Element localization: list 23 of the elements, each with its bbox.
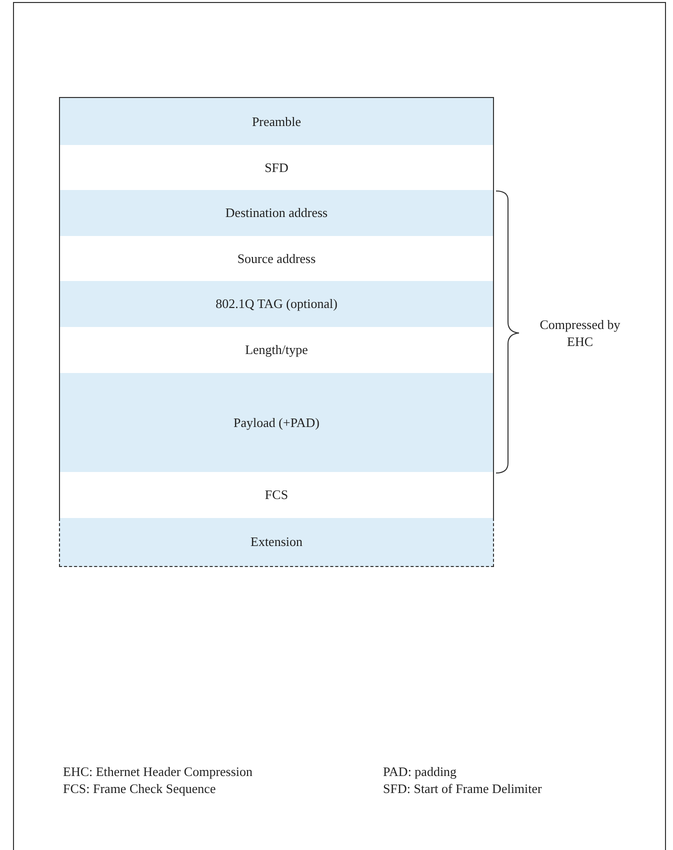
field-label: Extension — [250, 534, 302, 550]
frame-field — [59, 281, 494, 328]
field-label: Length/type — [245, 342, 308, 358]
legend-note: SFD: Start of Frame Delimiter — [383, 780, 543, 797]
field-label: Preamble — [252, 114, 302, 130]
frame-field — [59, 236, 494, 282]
frame-field — [59, 518, 494, 567]
legend-note: PAD: padding — [383, 763, 458, 780]
legend-note: FCS: Frame Check Sequence — [63, 780, 217, 797]
field-label: Source address — [237, 250, 316, 266]
legend-note: EHC: Ethernet Header Compression — [63, 763, 254, 780]
brace-label: Compressed by EHC — [538, 316, 622, 350]
field-label: SFD — [264, 160, 288, 176]
frame-field — [59, 373, 494, 473]
frame-field — [59, 472, 494, 519]
frame-field — [59, 97, 494, 146]
field-label: 802.1Q TAG (optional) — [216, 296, 338, 312]
frame-field — [59, 327, 494, 374]
field-label: Payload (+PAD) — [234, 414, 320, 430]
frame-field — [59, 145, 494, 191]
frame-field — [59, 190, 494, 237]
field-label: FCS — [264, 487, 288, 503]
field-label: Destination address — [225, 205, 328, 221]
